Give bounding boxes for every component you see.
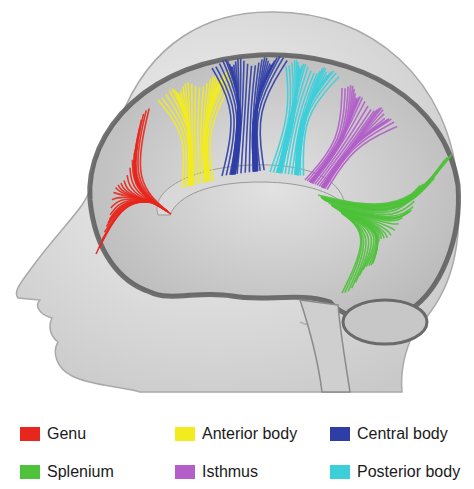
- fiber-strand: [342, 213, 361, 293]
- fiber-strand: [188, 82, 191, 185]
- legend-entry: Posterior body: [330, 463, 460, 481]
- fiber-strand: [327, 127, 397, 190]
- legend-label: Splenium: [47, 463, 114, 481]
- legend-label: Anterior body: [202, 425, 297, 443]
- fiber-strand: [158, 100, 184, 188]
- fiber-bundle: [212, 56, 287, 176]
- legend-label: Genu: [47, 425, 86, 443]
- legend-label: Isthmus: [202, 463, 258, 481]
- fiber-strand: [192, 84, 194, 185]
- brain-outline: [90, 55, 459, 319]
- fiber-strand: [341, 213, 361, 293]
- fiber-strand: [317, 110, 371, 186]
- legend-label: Posterior body: [357, 463, 460, 481]
- fiber-strand: [109, 201, 157, 221]
- fiber-strand: [140, 109, 171, 215]
- fiber-bundle: [305, 85, 397, 189]
- legend-swatch: [175, 465, 195, 479]
- fiber-strand: [319, 111, 374, 187]
- fiber-strand: [108, 202, 157, 224]
- legend-entry: Genu: [20, 425, 86, 443]
- legend-entry: Isthmus: [175, 463, 258, 481]
- fiber-bundle: [318, 154, 452, 293]
- legend-swatch: [330, 427, 350, 441]
- fiber-strand: [315, 106, 368, 184]
- legend-swatch: [175, 427, 195, 441]
- fiber-bundle: [96, 109, 171, 254]
- fiber-strand: [195, 86, 196, 184]
- head-silhouette: [16, 12, 458, 392]
- legend-swatch: [20, 427, 40, 441]
- fiber-strand: [110, 201, 156, 219]
- legend-label: Central body: [357, 425, 448, 443]
- fiber-strand: [234, 59, 241, 175]
- fiber-tracts: [96, 56, 452, 293]
- fiber-bundle: [158, 70, 237, 188]
- legend-entry: Central body: [330, 425, 448, 443]
- legend-swatch: [20, 465, 40, 479]
- cerebellum: [343, 300, 427, 344]
- legend-swatch: [330, 465, 350, 479]
- fiber-strand: [237, 61, 244, 174]
- legend-entry: Splenium: [20, 463, 114, 481]
- fiber-strand: [325, 160, 445, 207]
- brainstem: [300, 300, 350, 392]
- fiber-strand: [198, 87, 200, 183]
- legend-entry: Anterior body: [175, 425, 297, 443]
